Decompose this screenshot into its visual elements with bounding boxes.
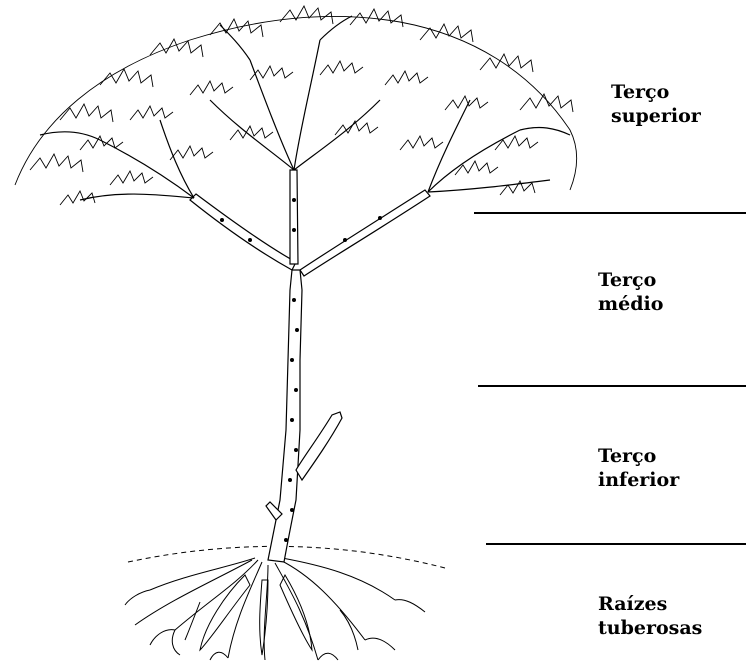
main-stem: [190, 170, 430, 562]
label-lower-third: Terço inferior: [598, 444, 679, 492]
divider-middle-lower: [478, 385, 746, 387]
label-upper-third: Terço superior: [611, 80, 701, 128]
stem-nodes: [220, 198, 382, 542]
divider-upper-middle: [474, 212, 746, 214]
divider-lower-roots: [486, 543, 746, 545]
label-tuberous-roots: Raízes tuberosas: [598, 592, 702, 640]
label-middle-third: Terço médio: [598, 268, 663, 316]
tuberous-roots: [125, 558, 425, 660]
